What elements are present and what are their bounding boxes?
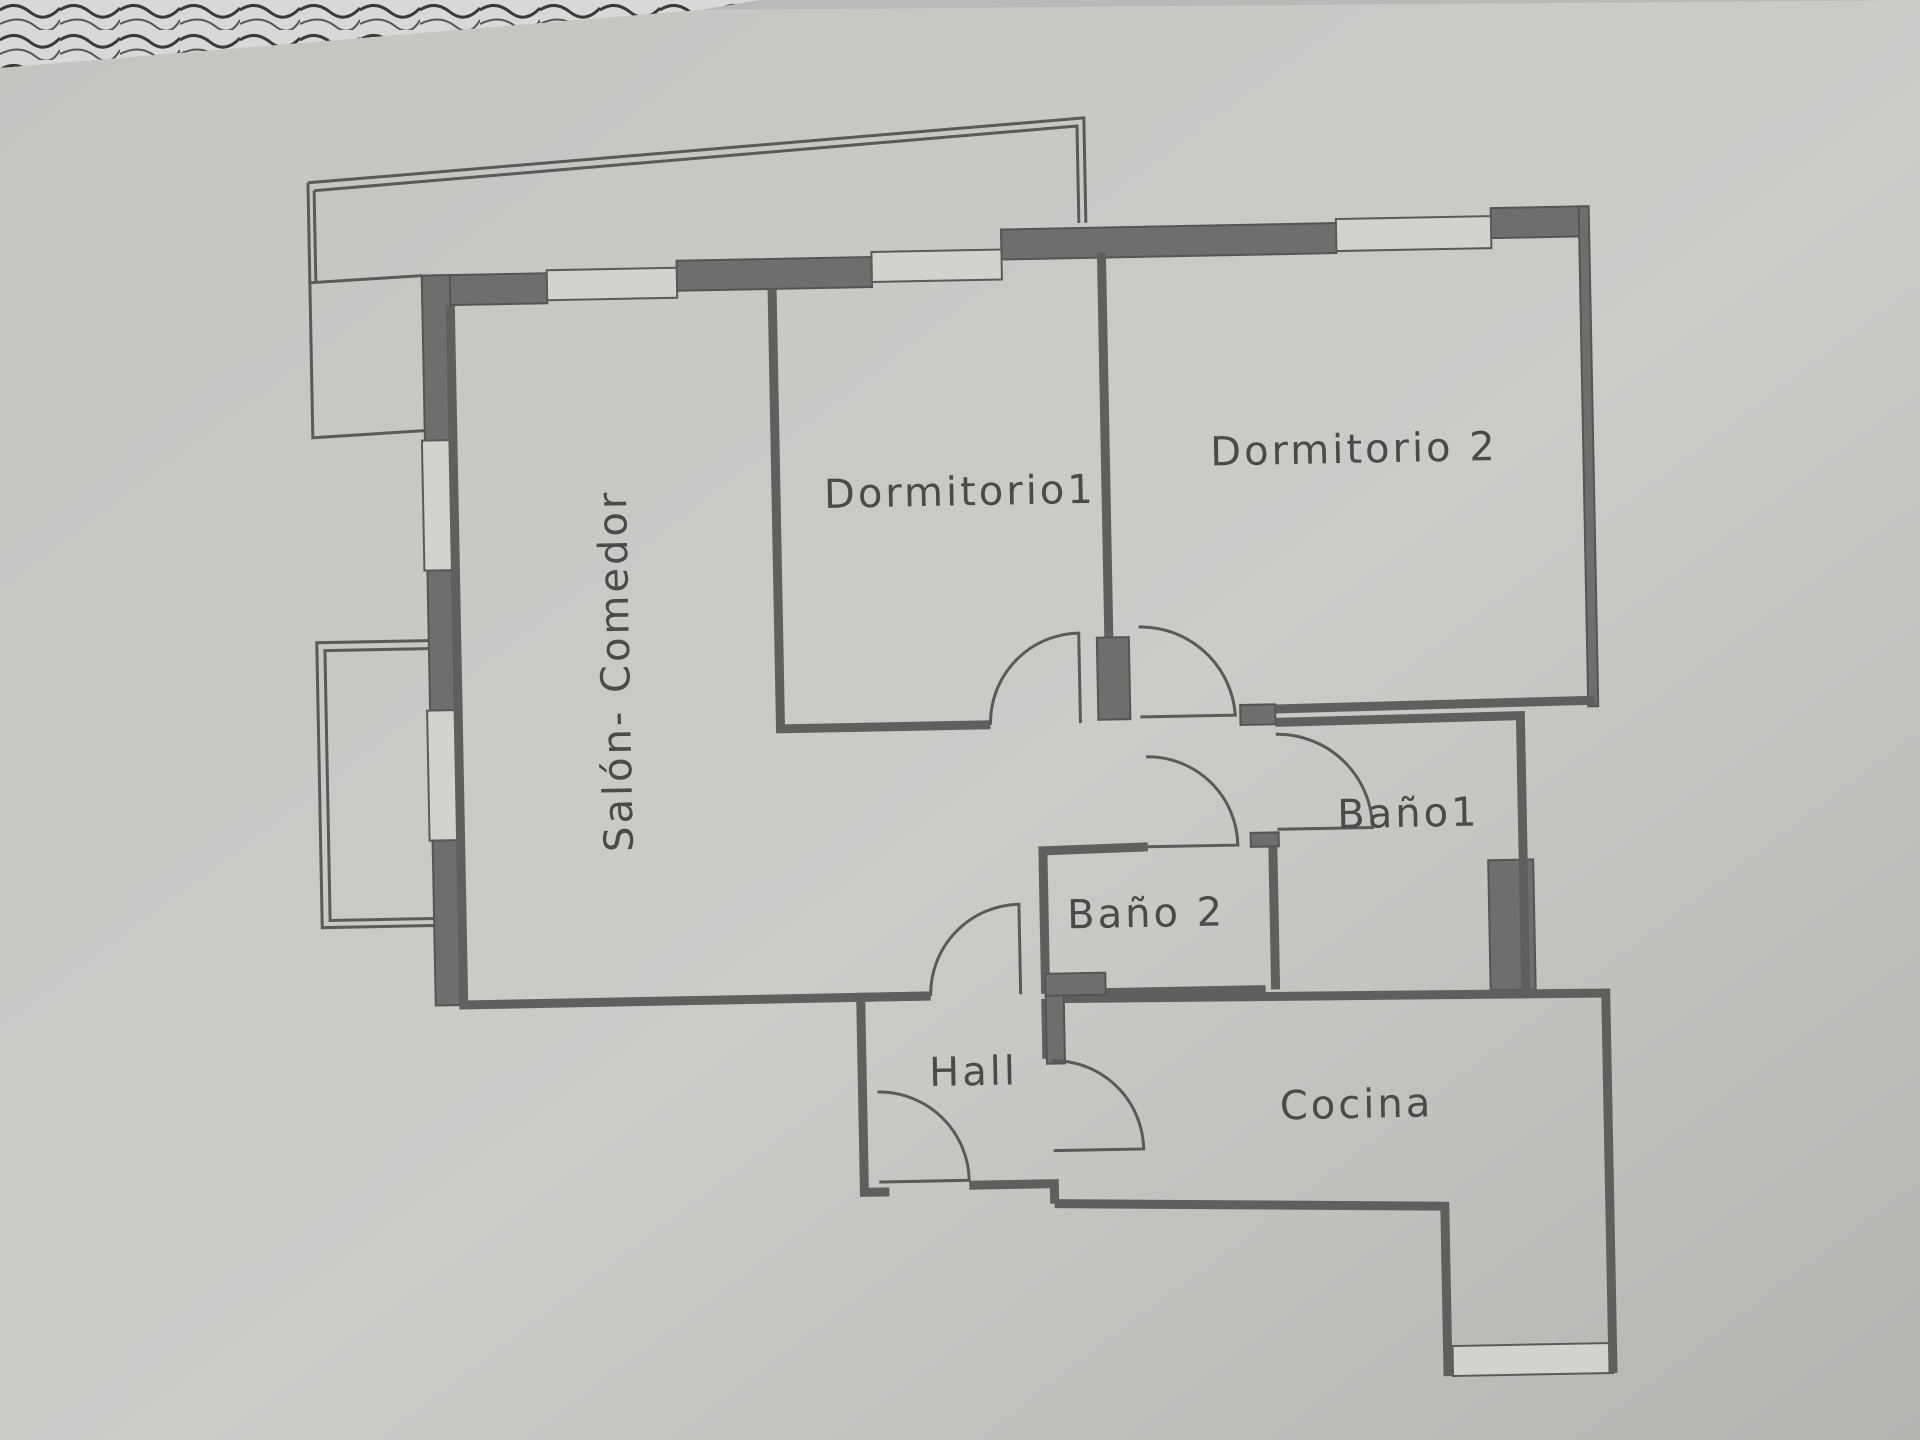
wall-blocks: [1044, 636, 1280, 1065]
room-label-cocina: Cocina: [1279, 1080, 1433, 1129]
window-salon-top: [545, 266, 679, 302]
door-swings: [877, 625, 1375, 1184]
door-bano1: [1275, 732, 1375, 831]
exterior-walls: [420, 205, 1600, 1007]
room-label-dorm2: Dormitorio 2: [1210, 424, 1498, 476]
terrace-top: [306, 116, 1088, 440]
door-dorm2: [1138, 625, 1237, 719]
window-cocina: [1451, 1341, 1615, 1378]
room-label-salon: Salón- Comedor: [590, 489, 643, 852]
room-label-dorm1: Dormitorio1: [824, 467, 1097, 518]
door-cocina: [1051, 1059, 1146, 1153]
room-label-bano1: Baño1: [1337, 789, 1480, 838]
room-label-hall: Hall: [929, 1048, 1019, 1096]
window-dorm1: [870, 248, 1003, 284]
window-dorm2: [1334, 215, 1493, 253]
door-dorm1: [988, 631, 1082, 725]
terrace-left: [315, 639, 435, 930]
room-label-bano2: Baño 2: [1067, 889, 1226, 938]
plan-drawing: Salón- Comedor Dormitorio1 Dormitorio 2 …: [306, 116, 1618, 1378]
door-salon: [929, 902, 1023, 997]
marble-surface: [0, 0, 760, 68]
door-entry: [877, 1090, 971, 1184]
door-bano2: [1146, 755, 1240, 849]
